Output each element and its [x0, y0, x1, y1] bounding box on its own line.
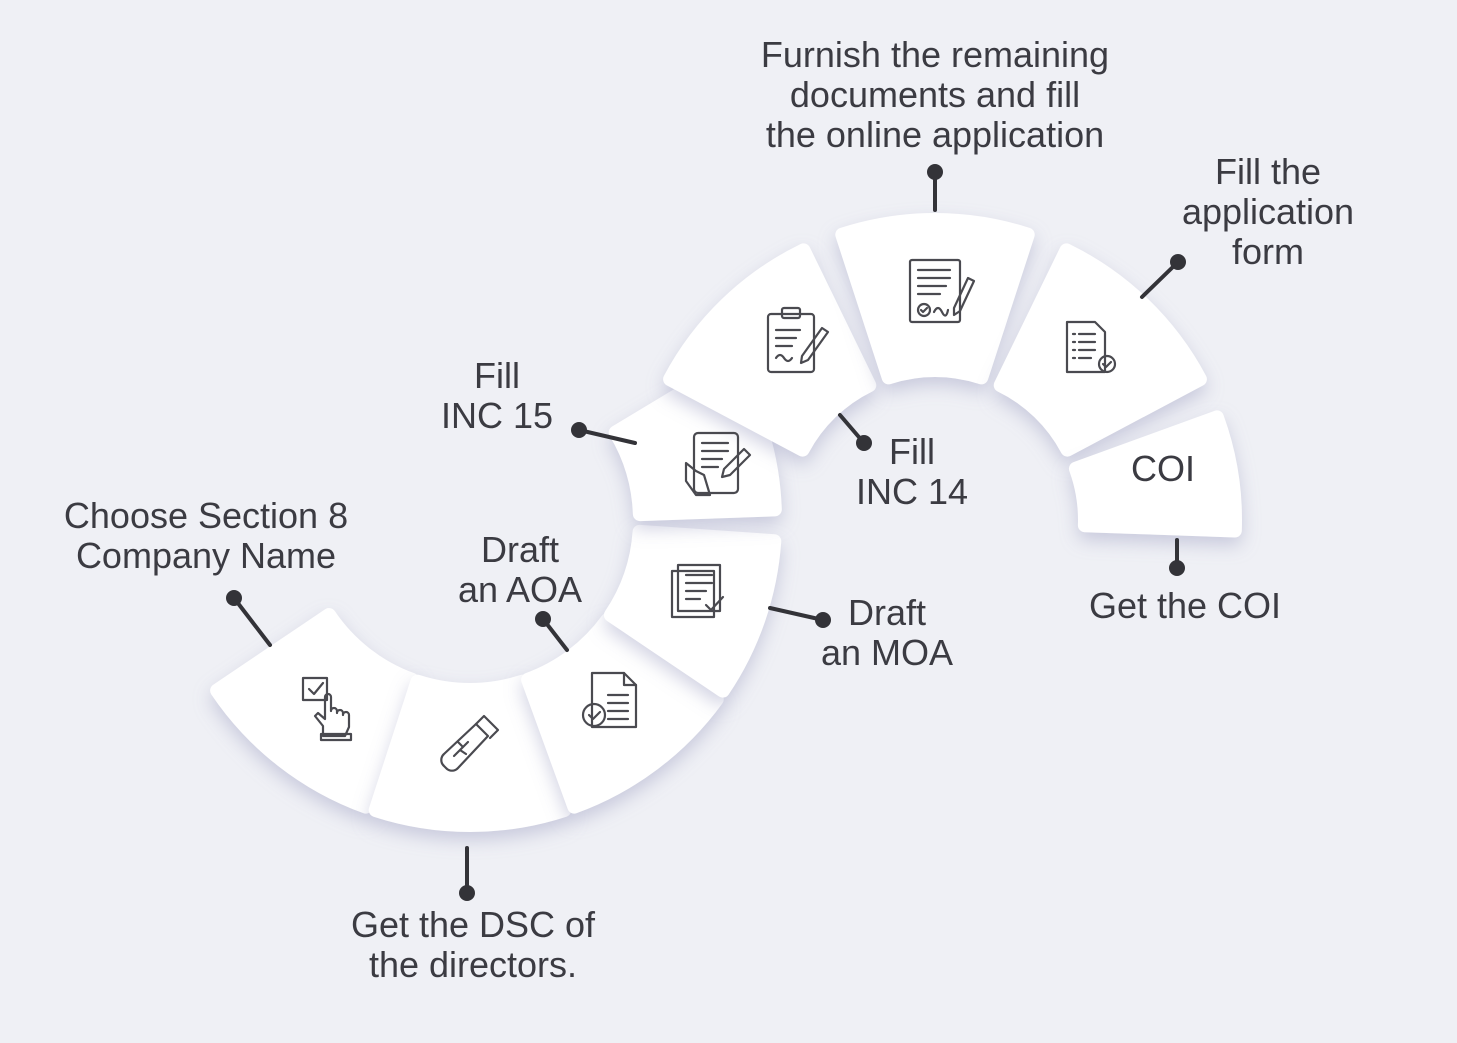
usb-drive-icon — [440, 714, 500, 772]
label-furnish-docs: documents and fill — [790, 74, 1080, 115]
label-get-coi: Get the COI — [1089, 585, 1281, 626]
connector-dot — [535, 611, 551, 627]
document-list-check-icon — [670, 563, 725, 619]
connector-dot — [571, 422, 587, 438]
segment-draft-aoa — [521, 612, 724, 814]
connector-dot — [856, 435, 872, 451]
label-draft-aoa: an AOA — [458, 569, 582, 610]
label-fill-form: application — [1182, 191, 1354, 232]
label-draft-aoa: Draft — [481, 529, 559, 570]
contract-sign-icon — [908, 258, 976, 324]
label-fill-inc15: Fill — [474, 355, 520, 396]
label-draft-moa: an MOA — [821, 632, 953, 673]
connector-dot — [459, 885, 475, 901]
checkbox-hand-icon — [301, 676, 353, 742]
label-get-dsc: Get the DSC of — [351, 904, 596, 945]
segment-choose-name — [210, 608, 419, 814]
label-furnish-docs: Furnish the remaining — [761, 34, 1109, 75]
segment-get-dsc — [368, 674, 572, 832]
clipboard-pen-icon — [766, 306, 830, 374]
label-fill-inc14: Fill — [889, 431, 935, 472]
coi-badge: COI — [1131, 448, 1195, 489]
connector-moa — [768, 606, 825, 622]
document-check-icon — [581, 671, 638, 729]
connector-dot — [927, 164, 943, 180]
segment-fill-form — [993, 243, 1207, 457]
segment-furnish-docs — [835, 213, 1035, 385]
label-fill-form: Fill the — [1215, 151, 1321, 192]
label-choose-name: Choose Section 8 — [64, 495, 348, 536]
label-choose-name: Company Name — [76, 535, 336, 576]
label-fill-inc15: INC 15 — [441, 395, 553, 436]
connectors — [226, 164, 1186, 901]
connector-dot — [815, 612, 831, 628]
connector-inc15 — [577, 428, 637, 445]
connector-dot — [1169, 560, 1185, 576]
segment-get-coi — [1068, 410, 1242, 538]
label-draft-moa: Draft — [848, 592, 926, 633]
segment-fill-inc14 — [663, 243, 877, 457]
label-furnish-docs: the online application — [766, 114, 1104, 155]
label-get-dsc: the directors. — [369, 944, 577, 985]
connector-choose — [232, 596, 272, 647]
connector-dot — [226, 590, 242, 606]
label-fill-form: form — [1232, 231, 1304, 272]
connector-dot — [1170, 254, 1186, 270]
label-fill-inc14: INC 14 — [856, 471, 968, 512]
tablet-sign-icon — [684, 431, 752, 497]
checklist-icon — [1065, 320, 1117, 374]
connector-fill-form — [1140, 260, 1180, 299]
